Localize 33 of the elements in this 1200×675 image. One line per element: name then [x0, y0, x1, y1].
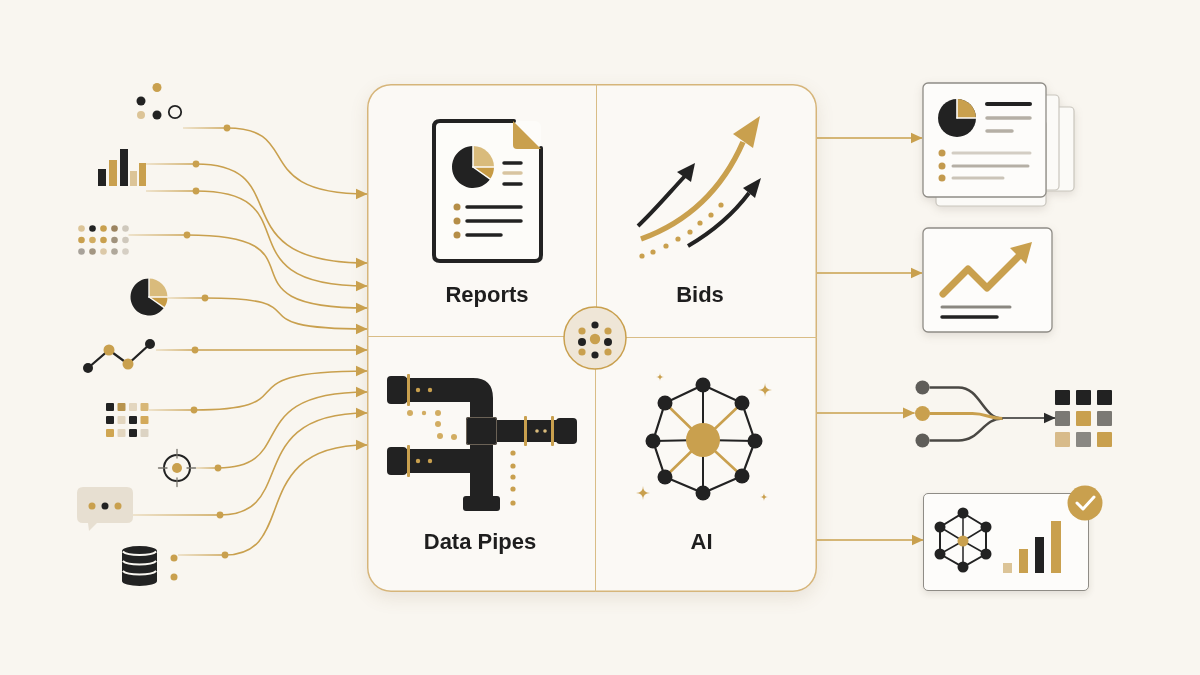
- arrow: [816, 267, 923, 279]
- arrow: [132, 407, 368, 519]
- arrow: [155, 344, 368, 356]
- arrow: [816, 132, 923, 144]
- database-icon: [122, 546, 178, 587]
- trend-chart-card: [922, 227, 1053, 333]
- merge-flow-icon: [914, 379, 1003, 448]
- section-title: Bids: [676, 282, 724, 308]
- arrow: [195, 386, 368, 472]
- report-cards-icon: [922, 82, 1075, 207]
- arrow: [816, 407, 916, 419]
- bar-chart-icon: [98, 149, 146, 186]
- chat-bubble-icon: [77, 487, 133, 531]
- arrow: [167, 294, 368, 335]
- arrow: [127, 231, 368, 314]
- pie-chart-icon: [130, 278, 168, 316]
- arrow: [145, 160, 368, 269]
- tile-grid-icon: [106, 403, 149, 437]
- dot-grid-icon: [77, 224, 129, 255]
- tile-grid-icon: [1055, 390, 1112, 447]
- platform-panel: [367, 84, 817, 592]
- dot-cluster-icon: [136, 83, 183, 120]
- arrow: [177, 439, 368, 559]
- arrow: [148, 365, 368, 414]
- section-title: Reports: [445, 282, 529, 308]
- arrow: [816, 534, 924, 546]
- arrow: [182, 124, 368, 200]
- arrow: [145, 187, 368, 292]
- target-icon: [158, 449, 196, 487]
- section-title: Data Pipes: [423, 528, 537, 555]
- line-chart-icon: [82, 338, 156, 374]
- arrow: [1001, 412, 1056, 424]
- section-title: AI: [690, 529, 713, 555]
